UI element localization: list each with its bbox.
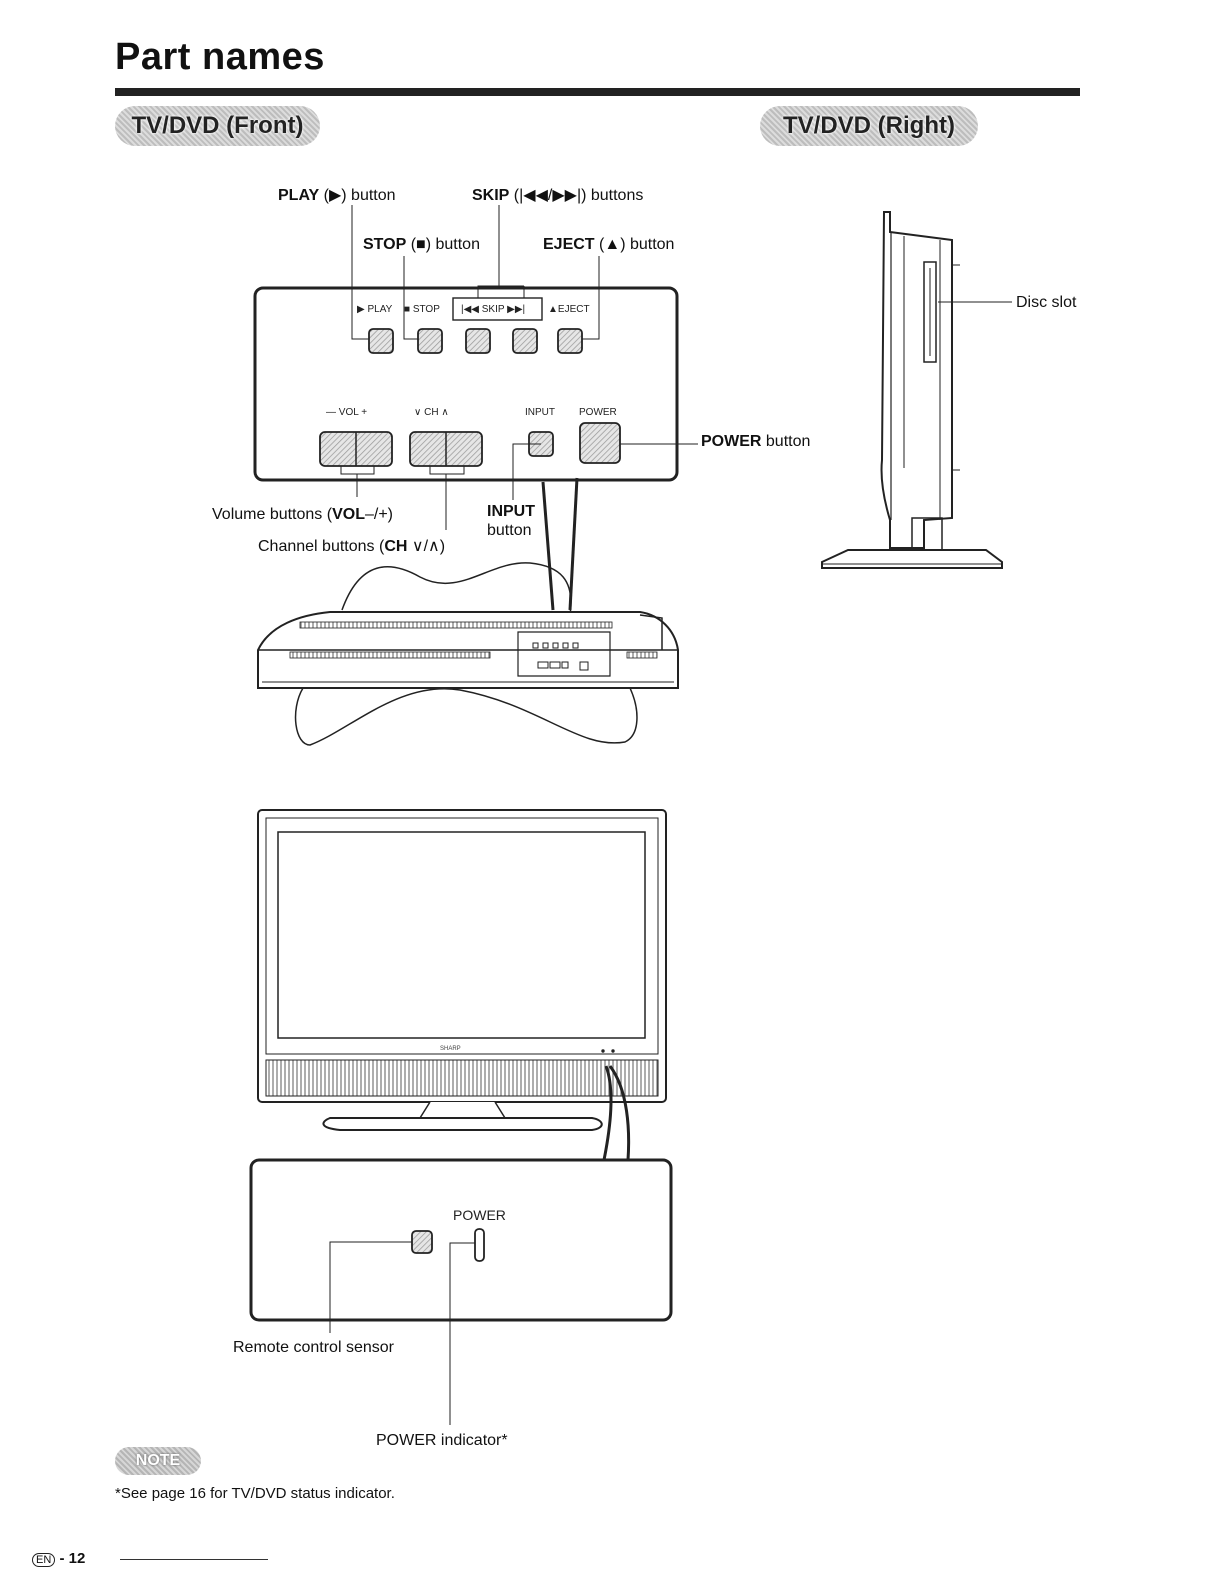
- tv-top-view: [257, 562, 679, 746]
- page-number-text: - 12: [59, 1550, 86, 1567]
- page-number: EN - 12: [32, 1550, 85, 1567]
- note-badge: NOTE: [115, 1447, 201, 1475]
- panel-play-text: ▶ PLAY: [357, 304, 393, 315]
- callout-lines-top: [351, 205, 698, 530]
- title-rule: [115, 88, 1080, 96]
- label-channel-buttons: Channel buttons (CH ∨/∧): [258, 538, 446, 555]
- svg-text:SHARP: SHARP: [440, 1046, 461, 1052]
- panel-ch-text: ∨ CH ∧: [414, 407, 449, 418]
- top-control-panel: [253, 286, 679, 482]
- callout-lines-bottom: [329, 1241, 475, 1425]
- lower-zoom-panel: [249, 1158, 673, 1322]
- panel-power-text: POWER: [579, 407, 617, 418]
- panel-stop-text: ■ STOP: [404, 304, 440, 315]
- panel-skip-text: |◀◀ SKIP ▶▶|: [461, 304, 526, 315]
- skip-fwd-key: [512, 328, 538, 354]
- panel-input-text: INPUT: [525, 407, 555, 418]
- stop-key: [417, 328, 443, 354]
- tv-front-view: SHARP: [257, 809, 667, 1131]
- label-volume-buttons: Volume buttons (VOL–/+): [212, 506, 393, 523]
- label-stop-button: STOP (■) button: [363, 236, 480, 253]
- label-play-button: PLAY (▶) button: [278, 187, 396, 204]
- label-disc-slot: Disc slot: [1016, 294, 1077, 311]
- page-title: Part names: [115, 36, 325, 78]
- section-heading-right: TV/DVD (Right): [760, 106, 978, 146]
- play-key: [368, 328, 394, 354]
- note-text: *See page 16 for TV/DVD status indicator…: [115, 1485, 395, 1502]
- label-skip-buttons: SKIP (|◀◀/▶▶|) buttons: [472, 187, 644, 204]
- zoom-funnel-top: [541, 477, 579, 611]
- panel-eject-text: ▲EJECT: [548, 304, 590, 315]
- zoom-panel-power-text: POWER: [453, 1207, 506, 1223]
- skip-back-key: [465, 328, 491, 354]
- label-power-button: POWER button: [701, 433, 811, 450]
- label-remote-sensor: Remote control sensor: [233, 1339, 394, 1356]
- footer-rule: [120, 1559, 268, 1560]
- zoom-funnel-bottom: [602, 1065, 631, 1161]
- tv-right-side-view: [821, 211, 1012, 569]
- section-heading-front: TV/DVD (Front): [115, 106, 320, 146]
- label-power-indicator: POWER indicator*: [376, 1432, 508, 1449]
- language-badge: EN: [32, 1553, 56, 1567]
- label-eject-button: EJECT (▲) button: [543, 236, 675, 253]
- panel-vol-text: — VOL +: [326, 407, 368, 418]
- eject-key: [557, 328, 583, 354]
